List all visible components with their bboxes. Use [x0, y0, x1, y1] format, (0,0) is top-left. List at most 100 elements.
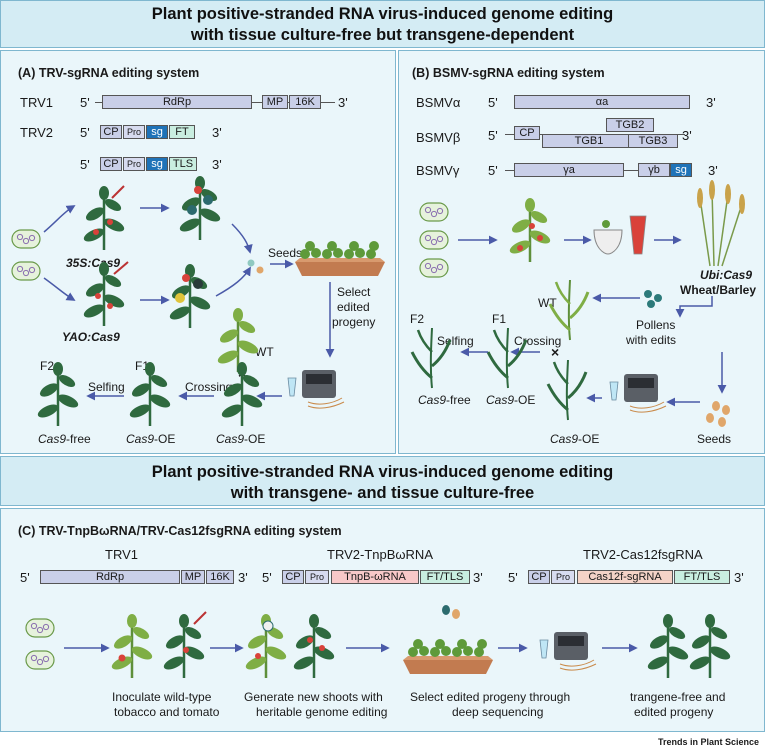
fruit	[175, 293, 185, 303]
c-cas12-pro-box: Pro	[551, 570, 575, 584]
arrow-a-3	[231, 223, 253, 254]
cas9oe-a2-italic: Cas9	[216, 432, 245, 446]
syringe-icon	[111, 185, 125, 199]
tube-icon	[629, 215, 647, 255]
c-trv2-cas12-label: TRV2-Cas12fsgRNA	[583, 547, 703, 562]
bsmv-tgb2-box: TGB2	[606, 118, 654, 132]
bottom-title-line2: with transgene- and tissue culture-free	[230, 484, 535, 502]
seedling-tray-a	[295, 241, 385, 276]
c-rdrp-box: RdRp	[40, 570, 180, 584]
infection-spot	[118, 654, 126, 662]
agro-icon-c2	[25, 650, 55, 670]
label-select-1: Select	[337, 285, 371, 299]
panel-b	[398, 50, 765, 454]
c-step3-line2: deep sequencing	[452, 705, 544, 719]
trv2-tls-sg-box: sg	[146, 157, 168, 171]
label-cas9-free-b: Cas9-free	[418, 393, 471, 407]
infection-spot	[537, 235, 543, 241]
tomato-fruiting-2	[166, 262, 214, 330]
bottom-header: Plant positive-stranded RNA virus-induce…	[0, 456, 765, 506]
fruit	[319, 645, 325, 651]
c-cas12-box: Cas12f-sgRNA	[577, 570, 673, 584]
cas9-free-plant-b	[410, 326, 452, 390]
c-step1-line2: tobacco and tomato	[114, 705, 220, 719]
label-cas9-oe-a2: Cas9-OE	[216, 432, 265, 446]
trv2-ft-pro-box: Pro	[123, 125, 145, 139]
trv1-mp-box: MP	[262, 95, 288, 109]
cas9-oe-plant-b1	[486, 326, 528, 390]
fruit	[203, 195, 213, 205]
fruit	[193, 279, 203, 289]
trv1-3prime: 3'	[338, 95, 348, 110]
bsmv-cp-box: CP	[514, 126, 540, 140]
seeds-b	[706, 401, 730, 427]
leaf-sample	[602, 220, 610, 228]
panel-a-title: (A) TRV-sgRNA editing system	[18, 66, 200, 80]
tomato-plant-1	[80, 184, 128, 252]
c-trv2-tnpb-label: TRV2-TnpBωRNA	[327, 547, 433, 562]
trv2-tls-box: TLS	[169, 157, 197, 171]
cas9-oe-plant-b2	[546, 358, 588, 422]
label-pollens-1: Pollens	[636, 318, 676, 332]
top-title-line1: Plant positive-stranded RNA virus-induce…	[151, 5, 614, 23]
label-selfing-b: Selfing	[437, 334, 474, 348]
c-cas12-fttls-box: FT/TLS	[674, 570, 730, 584]
bsmv-alpha-3prime: 3'	[706, 95, 716, 110]
cas9oe-b1-italic: Cas9	[486, 393, 515, 407]
label-ubi-cas9: Ubi:Cas9	[700, 268, 753, 282]
bsmv-gamma-3prime: 3'	[708, 163, 718, 178]
bsmv-alpha-5prime: 5'	[488, 95, 498, 110]
cas9free-a-suffix: -free	[66, 432, 91, 446]
fruit	[182, 274, 190, 282]
sequencer-c	[539, 631, 597, 671]
label-selfing-a: Selfing	[88, 380, 125, 394]
seedling-tray-c	[403, 639, 493, 674]
trv2-label: TRV2	[20, 125, 53, 140]
trv1-rdrp-box: RdRp	[102, 95, 252, 109]
syringe-icon	[113, 261, 129, 275]
label-cas9-oe-b2: Cas9-OE	[550, 432, 599, 446]
c-step4-line2: edited progeny	[634, 705, 714, 719]
edited-plant-c2	[686, 612, 734, 680]
bsmv-beta-label: BSMVβ	[416, 130, 461, 145]
bsmv-gamma-5prime: 5'	[488, 163, 498, 178]
label-wheat-barley: Wheat/Barley	[680, 283, 757, 297]
edited-plant-c1	[644, 612, 692, 680]
label-yao-cas9: YAO:Cas9	[62, 330, 120, 344]
agro-icon-a2	[11, 261, 41, 281]
infection-spot	[529, 223, 535, 229]
agro-icon-b1	[419, 202, 449, 222]
c-mp-box: MP	[181, 570, 205, 584]
cas9free-a-italic: Cas9	[38, 432, 67, 446]
sequencer-a	[287, 369, 345, 409]
cas9free-b-suffix: -free	[446, 393, 471, 407]
arrow-a-agro2	[43, 277, 76, 301]
trv2-ft-5prime: 5'	[80, 125, 90, 140]
bsmv-alpha-label: BSMVα	[416, 95, 461, 110]
c-16k-box: 16K	[206, 570, 234, 584]
c-step2-line2: heritable genome editing	[256, 705, 388, 719]
cas9oe-a2-suffix: -OE	[244, 432, 266, 446]
c-cas12-cp-box: CP	[528, 570, 550, 584]
flower	[262, 620, 274, 632]
arrow-b-4	[675, 296, 713, 318]
c-step1-line1: Inoculate wild-type	[112, 690, 212, 704]
fruit	[194, 186, 202, 194]
label-cas9-oe-b1: Cas9-OE	[486, 393, 535, 407]
bsmv-beta-5prime: 5'	[488, 128, 498, 143]
cas9oe-b2-italic: Cas9	[550, 432, 579, 446]
c-cas12-5prime: 5'	[508, 570, 518, 585]
label-f2-a: F2	[40, 359, 55, 373]
infection-spot	[95, 293, 101, 299]
trv2-tls-3prime: 3'	[212, 157, 222, 172]
infection-spot	[255, 653, 261, 659]
tomato-shoot-c	[290, 612, 338, 680]
cas9-free-plant-a	[34, 360, 82, 428]
bsmv-tgb1-box: TGB1	[542, 134, 636, 148]
c-tnpb-3prime: 3'	[473, 570, 483, 585]
bsmv-tgb3-box: TGB3	[628, 134, 678, 148]
bsmv-aa-box: αa	[514, 95, 690, 109]
tomato-fruiting-1	[176, 174, 224, 242]
c-trv1-3prime: 3'	[238, 570, 248, 585]
